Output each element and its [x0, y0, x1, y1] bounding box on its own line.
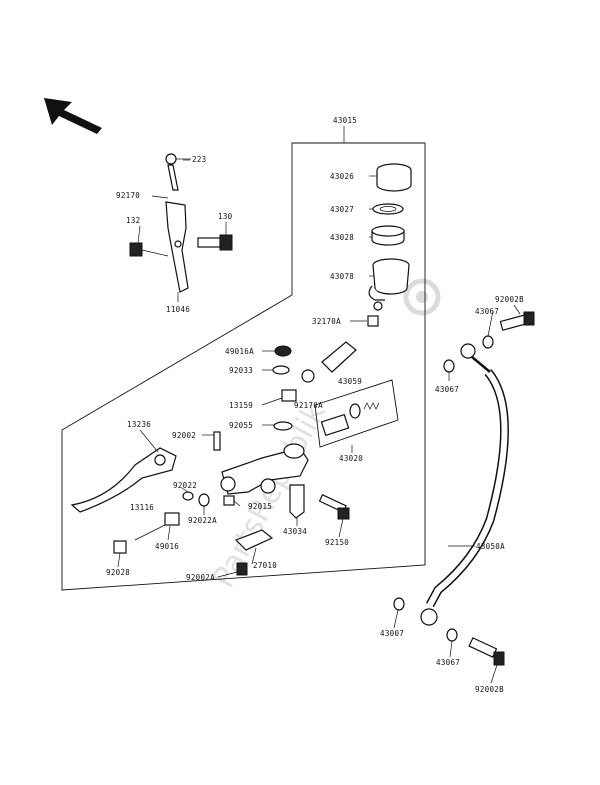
label-49016A: 49016A — [225, 347, 254, 356]
label-92170A: 92170A — [294, 401, 323, 410]
label-43050A: 43050A — [476, 542, 505, 551]
label-92022: 92022 — [173, 481, 197, 490]
label-43067-top: 43067 — [475, 307, 499, 316]
reservoir-group — [367, 163, 412, 327]
label-92002B-top: 92002B — [495, 295, 524, 304]
label-92022A: 92022A — [188, 516, 217, 525]
label-43027: 43027 — [330, 205, 354, 214]
label-43020: 43020 — [339, 454, 363, 463]
label-13116: 13116 — [130, 503, 154, 512]
label-43067-bot: 43067 — [436, 658, 460, 667]
label-223: 223 — [192, 155, 206, 164]
label-43028: 43028 — [330, 233, 354, 242]
clutch-hose-group — [393, 311, 535, 666]
label-92002: 92002 — [172, 431, 196, 440]
label-130: 130 — [218, 212, 233, 221]
master-cylinder-assembly-frame — [61, 142, 426, 591]
label-43015: 43015 — [333, 116, 357, 125]
label-27010: 27010 — [253, 561, 277, 570]
label-43034: 43034 — [283, 527, 307, 536]
label-43007: 43007 — [380, 629, 404, 638]
label-92170: 92170 — [116, 191, 140, 200]
piston-kit — [320, 402, 380, 437]
label-43059: 43059 — [338, 377, 362, 386]
label-92015: 92015 — [248, 502, 272, 511]
clutch-lever — [70, 447, 177, 513]
label-43067-mid: 43067 — [435, 385, 459, 394]
label-92002B-bot: 92002B — [475, 685, 504, 694]
watermark-gear-icon — [403, 278, 441, 316]
small-parts — [113, 484, 350, 576]
label-92028: 92028 — [106, 568, 130, 577]
label-32170A: 32170A — [312, 317, 341, 326]
front-direction-arrow-icon — [44, 98, 102, 134]
label-132: 132 — [126, 216, 140, 225]
label-92055: 92055 — [229, 421, 253, 430]
label-13236: 13236 — [127, 420, 151, 429]
master-cylinder-body — [213, 431, 309, 495]
label-92150: 92150 — [325, 538, 349, 547]
label-43078: 43078 — [330, 272, 354, 281]
leader-lines — [117, 159, 521, 684]
mirror-bracket-group — [129, 153, 233, 302]
label-92002A: 92002A — [186, 573, 215, 582]
label-49016: 49016 — [155, 542, 179, 551]
label-11046: 11046 — [166, 305, 190, 314]
piston-kit-frame — [314, 379, 399, 448]
label-43026: 43026 — [330, 172, 354, 181]
reservoir-hose-group — [272, 341, 357, 431]
label-92033: 92033 — [229, 366, 253, 375]
label-13159: 13159 — [229, 401, 253, 410]
